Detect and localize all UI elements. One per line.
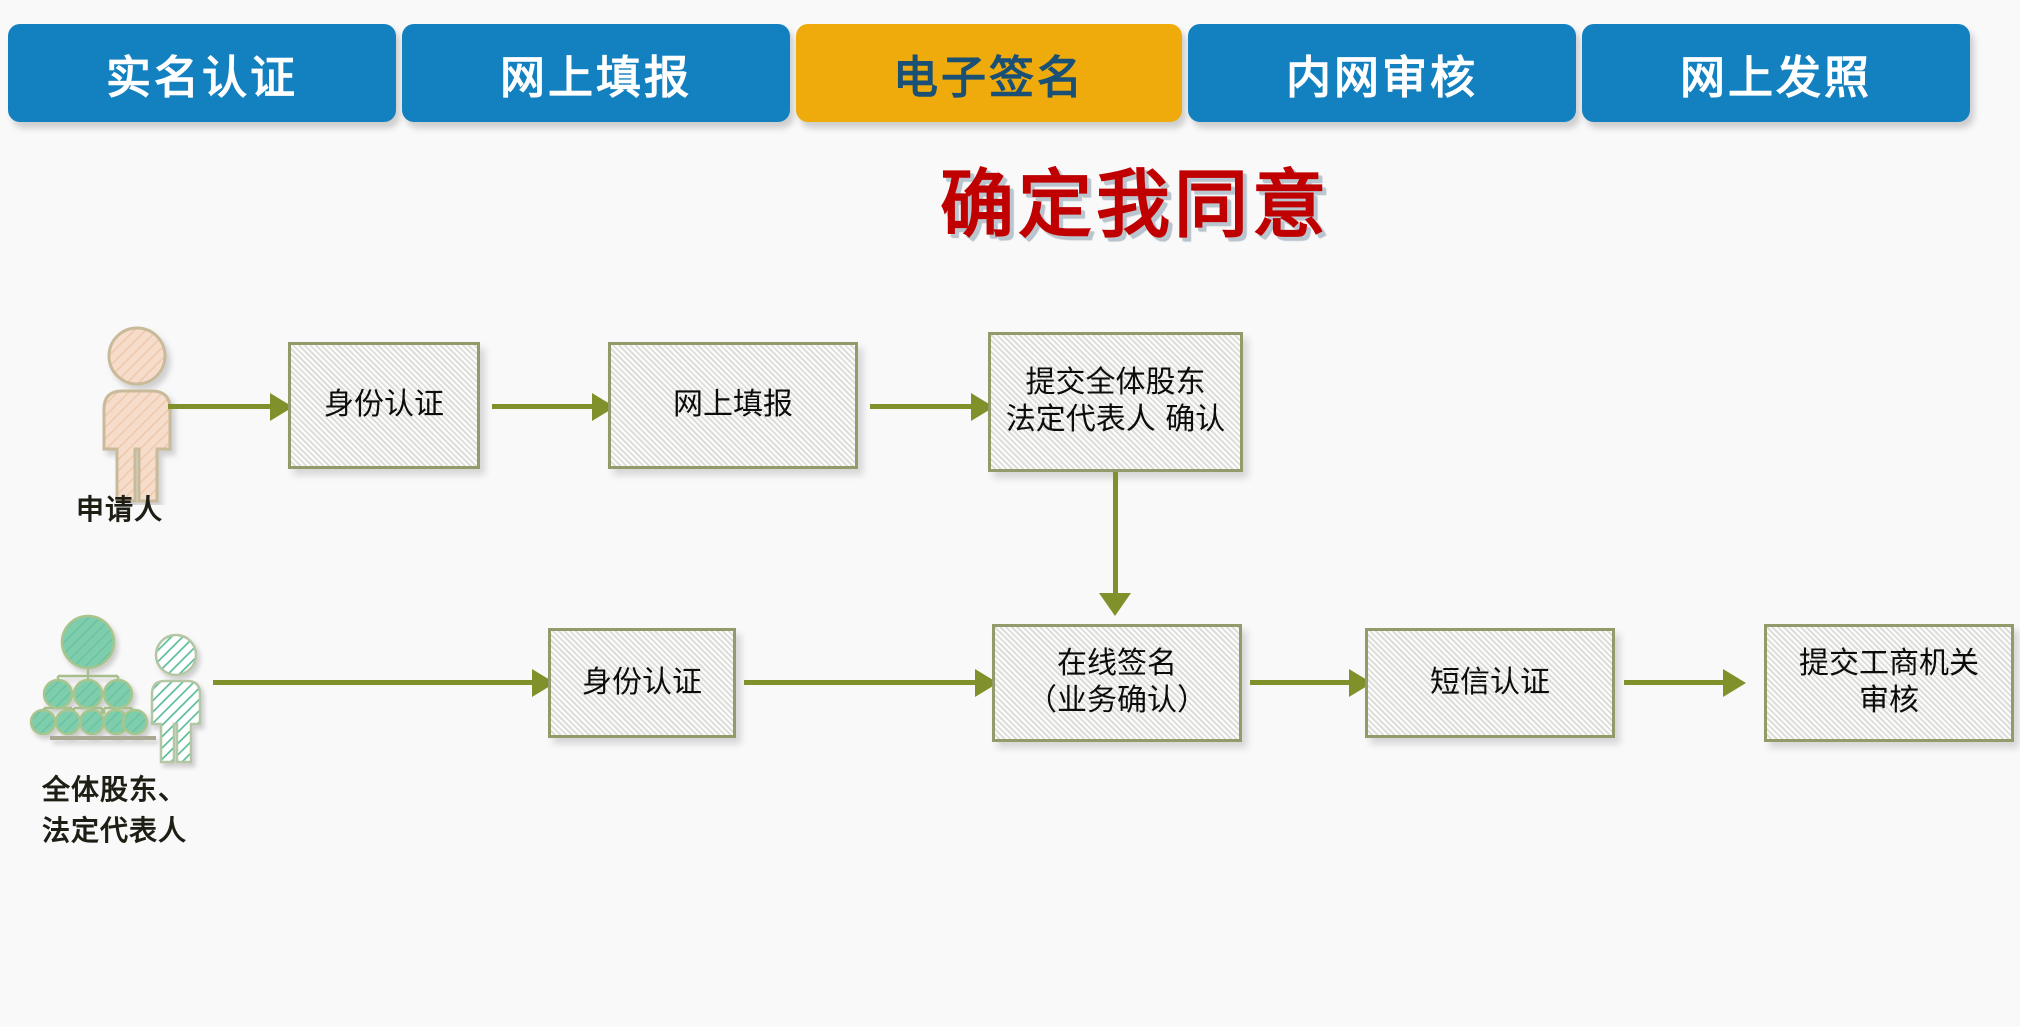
tab-label: 电子签名 — [892, 50, 1085, 104]
node-submit-confirm[interactable]: 提交全体股东 法定代表人 确认 — [988, 332, 1243, 472]
tab-label: 网上发照 — [1679, 50, 1872, 104]
arrow-submitconfirm-to-onlinesign — [1099, 472, 1131, 616]
page-title: 确定我同意 — [0, 145, 2020, 252]
node-id-auth-2[interactable]: 身份认证 — [548, 628, 736, 738]
arrow-shareholders-to-idauth — [213, 669, 555, 697]
tab-label: 网上填报 — [499, 50, 692, 104]
tab-label: 实名认证 — [105, 50, 298, 104]
tab-label: 内网审核 — [1285, 50, 1478, 104]
node-id-auth-1[interactable]: 身份认证 — [288, 342, 480, 469]
org-tree-and-person-icon-svg — [29, 614, 202, 764]
tab-wangshang-tianbao[interactable]: 网上填报 — [402, 24, 790, 122]
tab-shiming-renzheng[interactable]: 实名认证 — [8, 24, 396, 122]
shareholders-caption: 全体股东、 法定代表人 — [42, 773, 188, 847]
node-sms-auth[interactable]: 短信认证 — [1365, 628, 1615, 738]
step-tabbar: 实名认证 网上填报 电子签名 内网审核 网上发照 — [0, 0, 2020, 130]
person-icon-svg — [102, 326, 172, 503]
node-submit-agency[interactable]: 提交工商机关 审核 — [1764, 624, 2014, 742]
applicant-caption: 申请人 — [76, 493, 164, 526]
arrow-smsauth-to-submitagency — [1624, 669, 1746, 697]
arrow-onlineform-to-submitconfirm — [870, 393, 994, 421]
arrow-idauth2-to-onlinesign — [744, 669, 998, 697]
node-online-form[interactable]: 网上填报 — [608, 342, 858, 469]
applicant-person-icon — [82, 325, 192, 509]
arrow-applicant-to-idauth — [168, 393, 293, 421]
shareholders-group-icon — [28, 598, 238, 782]
tab-neiwang-shenhe[interactable]: 内网审核 — [1188, 24, 1576, 122]
page-title-text: 确定我同意 — [940, 162, 1330, 248]
node-online-sign[interactable]: 在线签名 （业务确认） — [992, 624, 1242, 742]
arrow-onlinesign-to-smsauth — [1250, 669, 1372, 697]
arrow-idauth-to-onlineform — [492, 393, 615, 421]
tab-dianzi-qianming[interactable]: 电子签名 — [796, 24, 1182, 122]
tab-wangshang-fazhao[interactable]: 网上发照 — [1582, 24, 1970, 122]
